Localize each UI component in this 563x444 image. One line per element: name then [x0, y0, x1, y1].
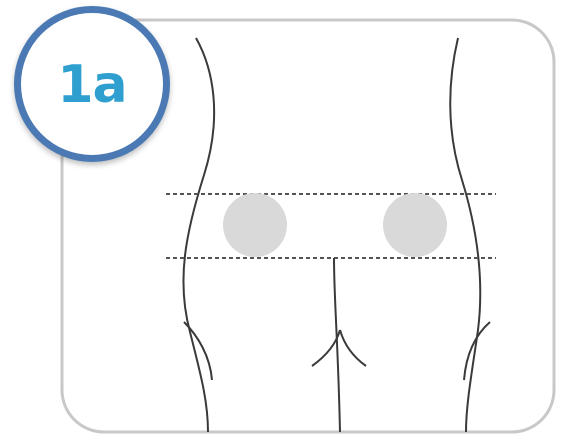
injection-site-right-icon [383, 193, 447, 257]
injection-site-left-icon [223, 193, 287, 257]
step-label: 1a [57, 55, 126, 115]
step-badge: 1a [14, 6, 170, 162]
